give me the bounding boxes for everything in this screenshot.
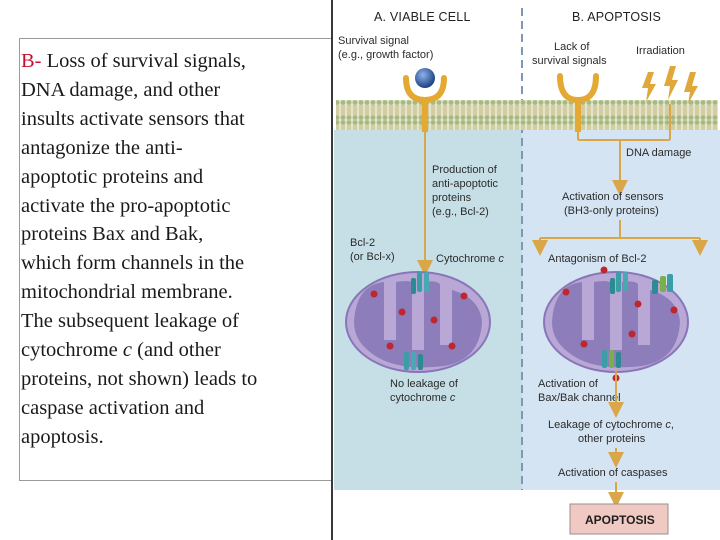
cell-membrane: [336, 100, 718, 130]
activation-bax-label-1: Activation of: [538, 378, 599, 390]
cytochrome-c-a-icon: [370, 290, 468, 350]
activation-bax-label-2: Bax/Bak channel: [538, 392, 621, 404]
receptor-b-icon: [557, 73, 599, 104]
bax-bak-channel-2-icon: [652, 274, 673, 294]
description-line-6: activate the pro-apoptotic: [21, 194, 231, 217]
leakage-label-2: other proteins: [578, 433, 646, 445]
description-line-8: which form channels in the: [21, 252, 245, 275]
description-line-10: The subsequent leakage of: [21, 310, 240, 333]
cytochrome-c-b-icon: [562, 266, 678, 382]
no-leakage-label-1: No leakage of: [390, 378, 459, 390]
description-line-5: apoptotic proteins and: [21, 165, 204, 188]
irradiation-bolts-icon: [642, 66, 698, 104]
activation-sensors-label-2: (BH3-only proteins): [564, 205, 659, 217]
survival-signal-label: Survival signal: [338, 35, 409, 47]
growth-factor-icon: [415, 68, 435, 88]
production-label-1: Production of: [432, 164, 498, 176]
dna-damage-label: DNA damage: [626, 147, 691, 159]
description-line-3: insults activate sensors that: [21, 107, 245, 130]
leakage-label-1: Leakage of cytochrome c,: [548, 419, 674, 431]
production-label-4: (e.g., Bcl-2): [432, 206, 489, 218]
panel-a-title: A. VIABLE CELL: [374, 10, 471, 24]
production-label-2: anti-apoptotic: [432, 178, 499, 190]
apoptosis-box-label: APOPTOSIS: [585, 513, 655, 527]
lack-survival-label: survival signals: [532, 55, 607, 67]
description-box: B- Loss of survival signals, DNA damage,…: [19, 38, 331, 481]
bcl2-protein-2-icon: [404, 352, 423, 370]
bax-bak-channel-3-icon: [602, 350, 621, 368]
description-line-9: mitochondrial membrane.: [21, 281, 233, 304]
no-leakage-label-2: cytochrome c: [390, 392, 456, 404]
bcl2-protein-icon: [411, 272, 429, 294]
production-label-3: proteins: [432, 192, 472, 204]
bax-bak-channel-icon: [610, 272, 628, 294]
bcl2-label-1: Bcl-2: [350, 237, 375, 249]
description-line-2: DNA damage, and other: [21, 78, 221, 101]
description-line-4: antagonize the anti-: [21, 136, 183, 159]
apoptosis-figure: A. VIABLE CELL B. APOPTOSIS Survival sig…: [334, 0, 720, 540]
growth-factor-label: (e.g., growth factor): [338, 49, 433, 61]
description-line-11: cytochrome c (and other: [21, 339, 221, 362]
description-line-1: B- Loss of survival signals,: [21, 50, 246, 72]
irradiation-label: Irradiation: [636, 45, 685, 57]
apoptosis-box: [569, 503, 669, 535]
description-line-7: proteins Bax and Bak,: [21, 223, 204, 246]
lack-of-label: Lack of: [554, 41, 590, 53]
activation-caspases-label: Activation of caspases: [558, 467, 668, 479]
antagonism-label: Antagonism of Bcl-2: [548, 253, 646, 265]
slide-divider: [331, 0, 333, 540]
cytochrome-c-label: Cytochrome c: [436, 253, 504, 265]
bcl2-label-2: (or Bcl-x): [350, 251, 395, 263]
activation-sensors-label-1: Activation of sensors: [562, 191, 664, 203]
panel-b-title: B. APOPTOSIS: [572, 10, 661, 24]
description-line-13: caspase activation and: [21, 396, 205, 419]
description-line-14: apoptosis.: [21, 425, 104, 448]
description-lead: B-: [21, 50, 42, 72]
description-line-12: proteins, not shown) leads to: [21, 367, 258, 390]
